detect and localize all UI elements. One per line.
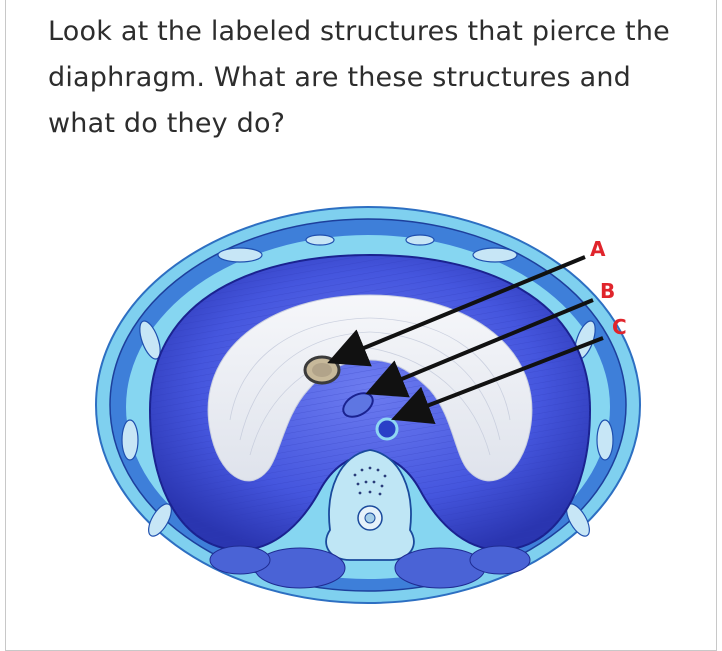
- label-b: B: [600, 279, 615, 303]
- arrow-a: [327, 255, 586, 367]
- label-c: C: [612, 315, 627, 339]
- central-tendon: [207, 294, 533, 482]
- arrow-c: [391, 336, 604, 425]
- structure-c-aorta: [375, 417, 399, 441]
- back-muscles: [209, 545, 531, 589]
- question-text: Look at the labeled structures that pier…: [48, 16, 670, 139]
- label-a: A: [590, 237, 606, 261]
- diaphragm-illustration: A B C: [90, 200, 650, 620]
- vertebral-body-dots: [353, 466, 387, 496]
- spinal-cord-center: [364, 512, 376, 524]
- diaphragm-svg: A B C: [95, 206, 641, 604]
- vertebral-column: [325, 449, 415, 561]
- arrow-b: [365, 298, 594, 398]
- structure-a-lumen: [312, 363, 332, 377]
- tendon-fibers: [229, 317, 511, 456]
- rib-segments: [121, 234, 614, 537]
